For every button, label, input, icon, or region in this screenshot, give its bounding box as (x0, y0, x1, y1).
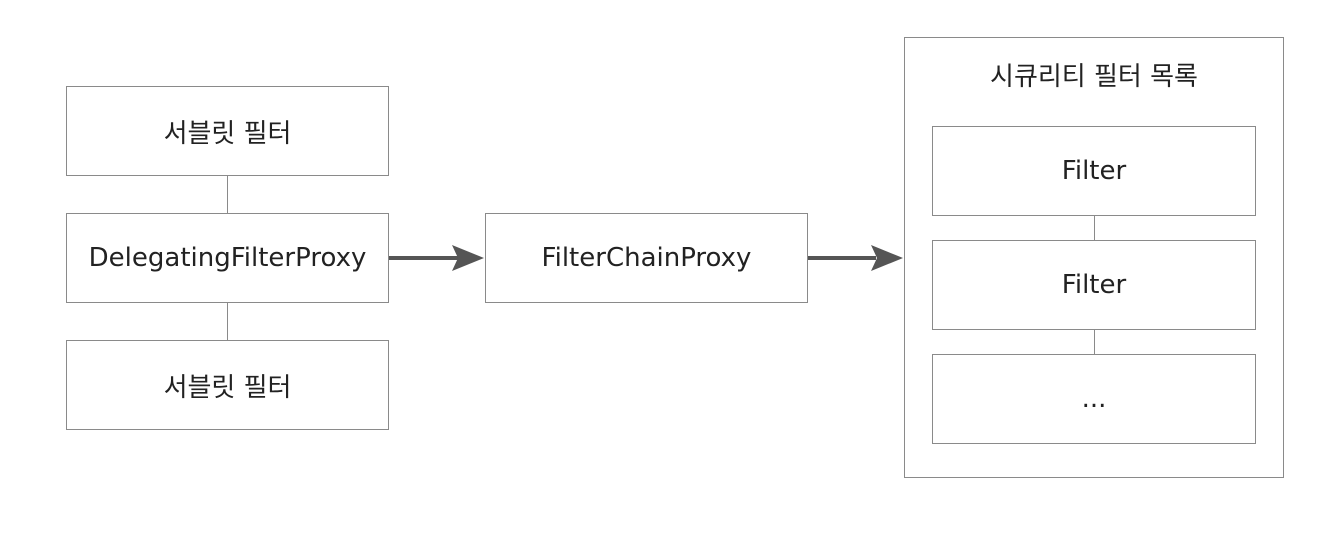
delegating-filter-proxy-label: DelegatingFilterProxy (88, 243, 367, 273)
security-filter-item-more: ... (932, 354, 1256, 444)
servlet-filter-top-label: 서블릿 필터 (163, 118, 292, 149)
security-filter-item-more-label: ... (1081, 384, 1107, 414)
servlet-filter-bottom: 서블릿 필터 (66, 340, 389, 430)
connector-filter-1-to-2 (1094, 216, 1095, 240)
filter-chain-proxy-label: FilterChainProxy (541, 243, 752, 273)
security-filter-item-1-label: Filter (1061, 156, 1127, 186)
security-filter-list-title: 시큐리티 필터 목록 (990, 62, 1198, 92)
filter-chain-proxy-box: FilterChainProxy (485, 213, 808, 303)
arrow-chain-to-security-list (808, 245, 903, 271)
connector-proxy-to-bottom (227, 303, 228, 340)
servlet-filter-bottom-label: 서블릿 필터 (163, 372, 292, 403)
security-filter-item-1: Filter (932, 126, 1256, 216)
connector-top-to-proxy (227, 176, 228, 213)
delegating-filter-proxy-box: DelegatingFilterProxy (66, 213, 389, 303)
servlet-filter-top: 서블릿 필터 (66, 86, 389, 176)
security-filter-item-2: Filter (932, 240, 1256, 330)
connector-filter-2-to-3 (1094, 330, 1095, 354)
security-filter-item-2-label: Filter (1061, 270, 1127, 300)
arrow-delegating-to-chain (389, 245, 484, 271)
